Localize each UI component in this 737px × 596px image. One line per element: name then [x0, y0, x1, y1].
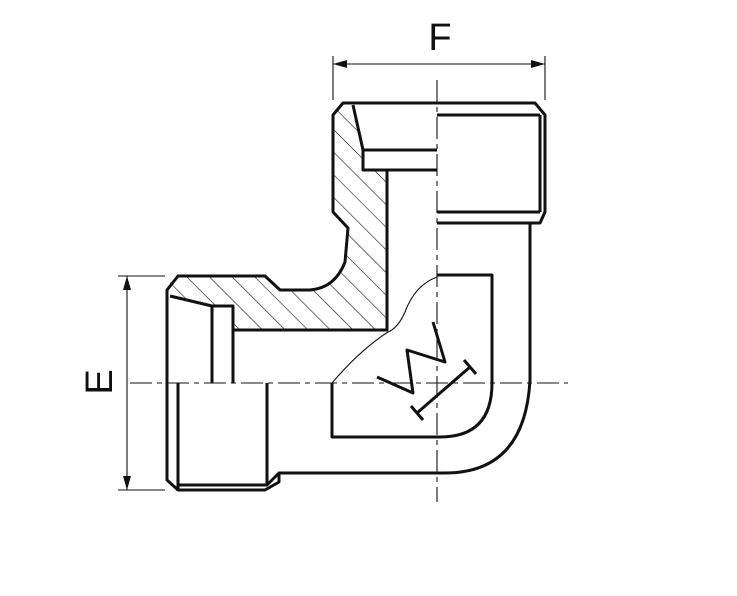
- inner-bore: [233, 170, 389, 332]
- left-port-thread: [169, 294, 281, 490]
- dimension-f: F: [332, 17, 546, 100]
- hatched-section: [170, 105, 387, 330]
- wrench-size-symbol: [376, 321, 447, 395]
- flow-passage: [330, 273, 494, 439]
- fitting-outline: [165, 101, 547, 492]
- top-port-thread: [351, 104, 542, 225]
- break-line: [331, 276, 438, 384]
- dimension-e-label: E: [79, 369, 121, 394]
- wrench-dimension-line: [409, 359, 478, 421]
- dimension-e: E: [79, 275, 165, 491]
- dimension-f-label: F: [428, 17, 451, 59]
